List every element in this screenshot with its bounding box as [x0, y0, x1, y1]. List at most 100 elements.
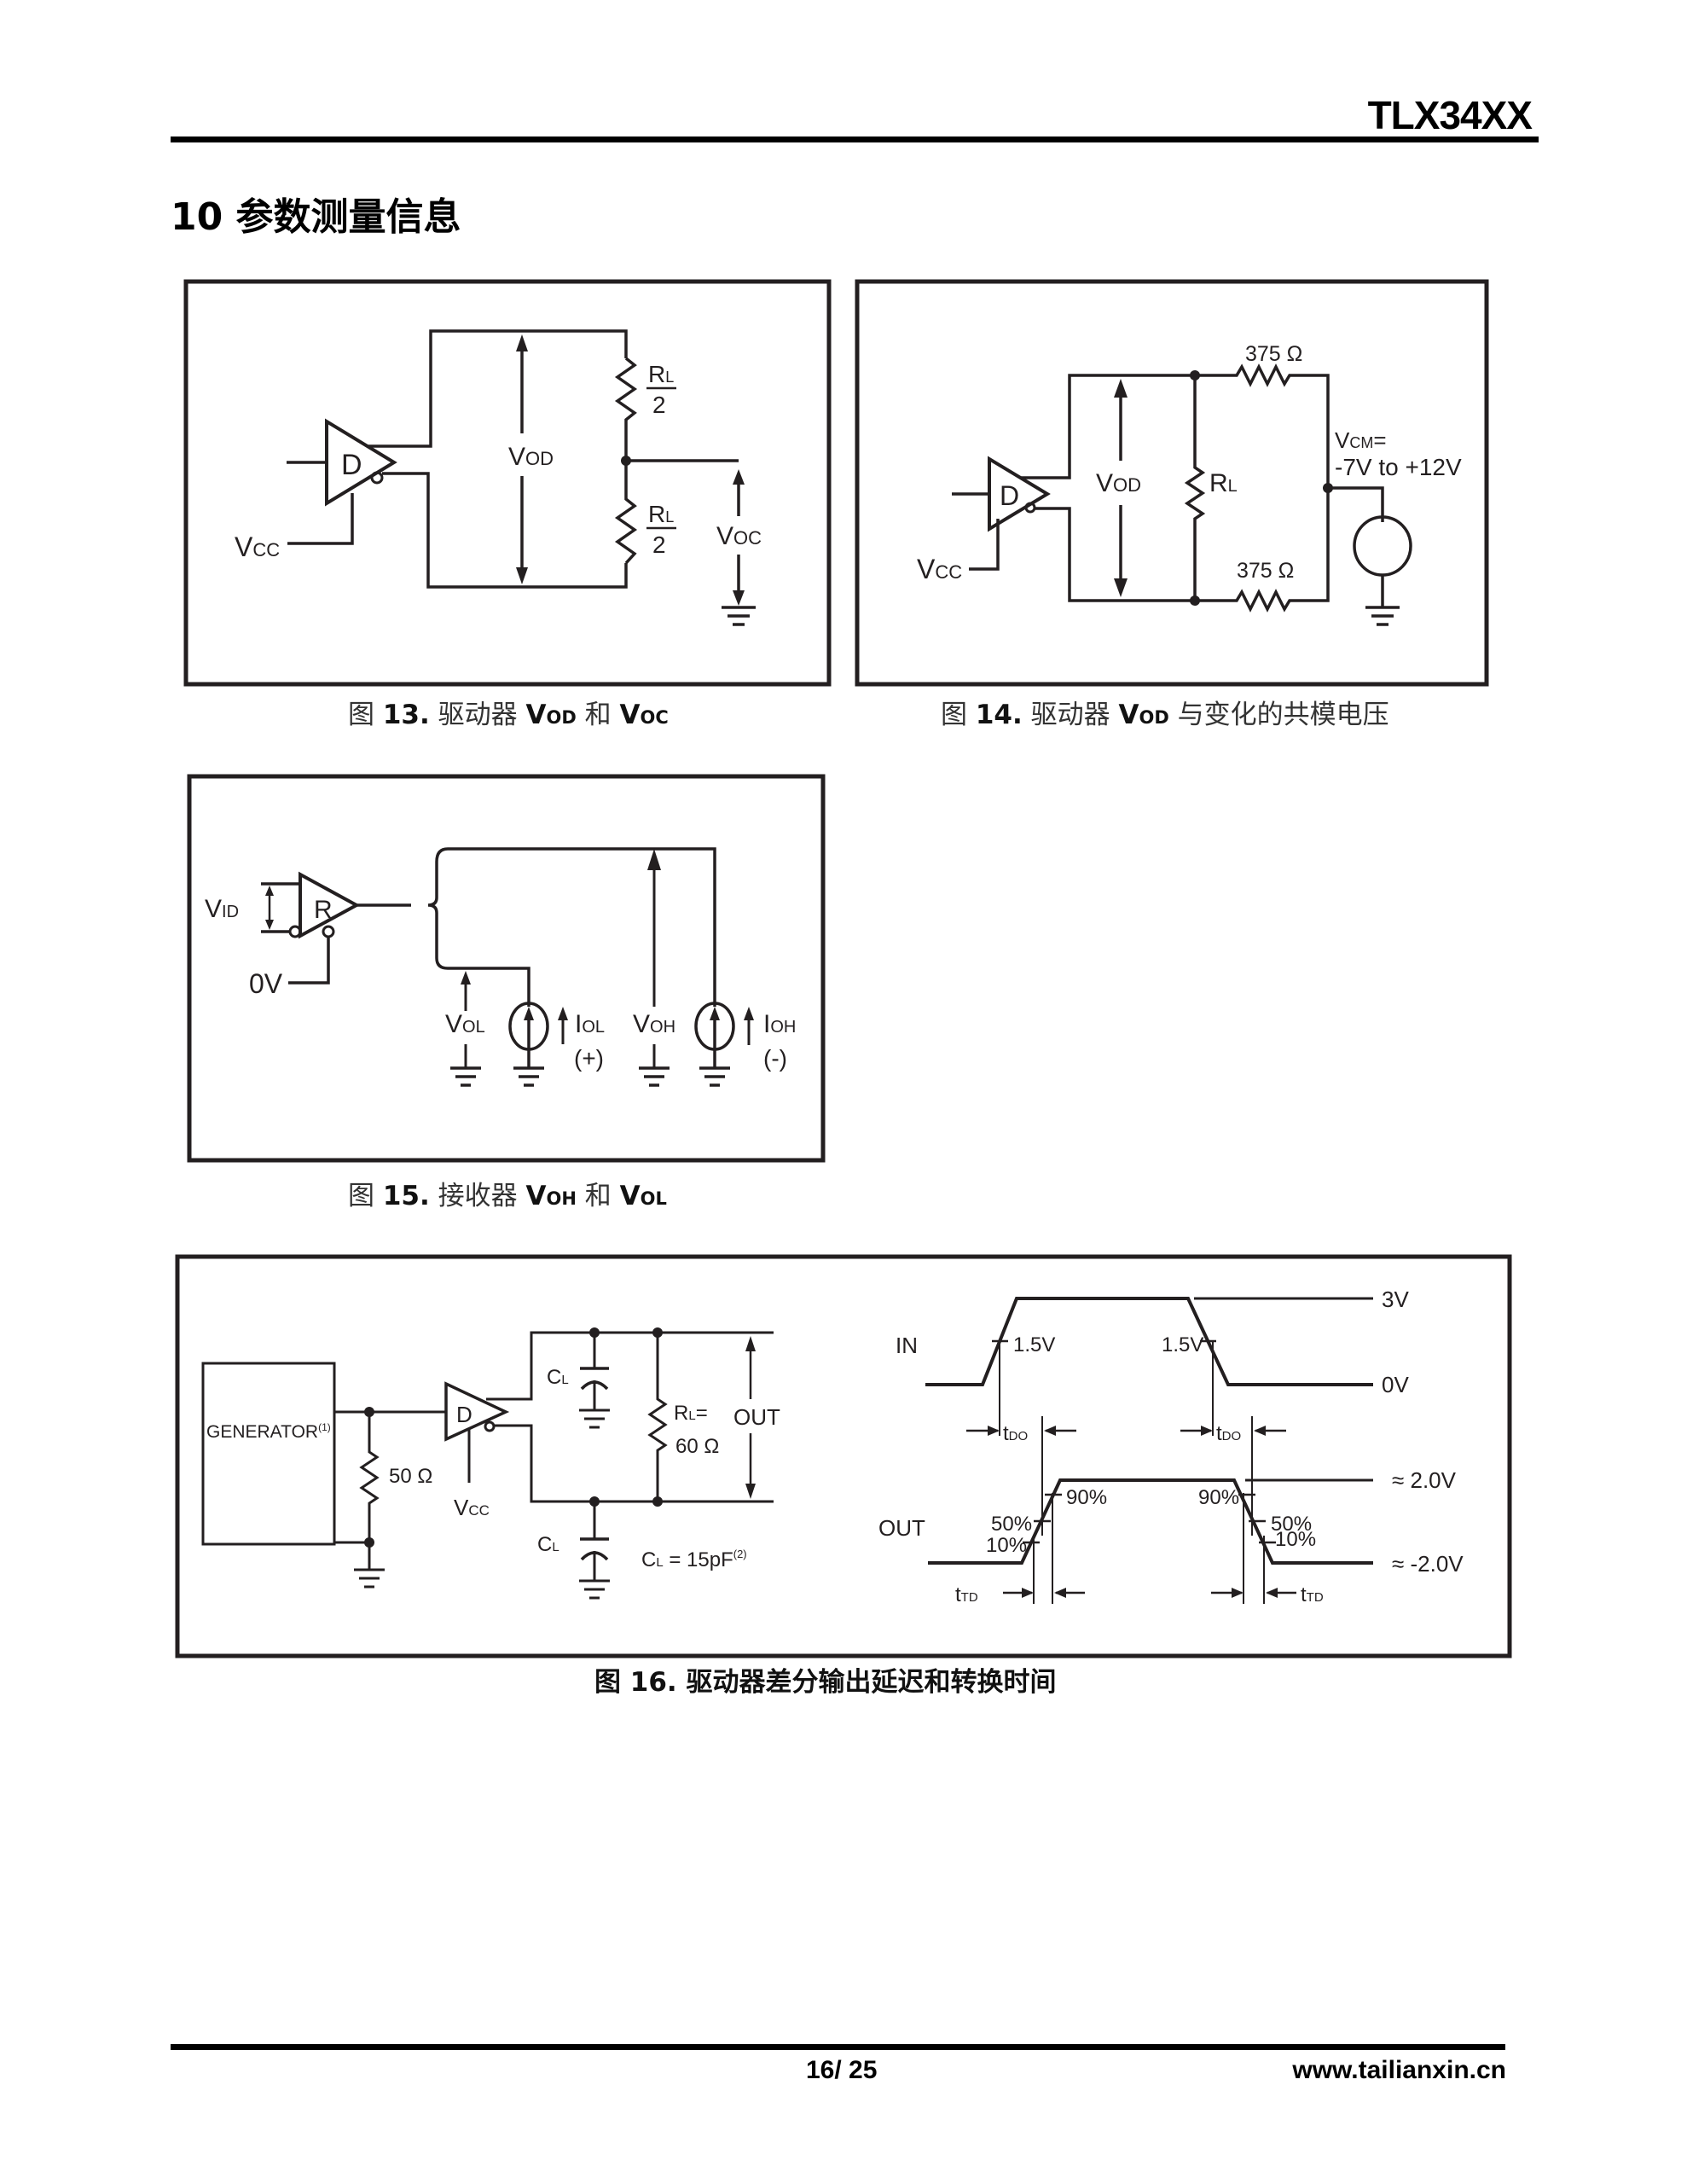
driver-triangle-icon — [325, 418, 397, 507]
arrow-up-icon — [647, 849, 661, 870]
r-top-label: 375 Ω — [1245, 342, 1302, 366]
junction-dot-icon — [364, 1407, 374, 1417]
pct10-left: 10% — [986, 1534, 1027, 1557]
vcm-label: VCM= — [1335, 427, 1387, 453]
resistor-bottom-icon — [614, 493, 638, 565]
output-bottom-wire — [495, 1424, 774, 1503]
voh-wire — [448, 847, 716, 1007]
generator-block — [201, 1362, 336, 1546]
arrow-up-icon — [745, 1336, 756, 1351]
inverting-bubble-icon — [288, 925, 302, 938]
arrow-down-icon — [265, 920, 274, 930]
figure-14-frame — [855, 279, 1489, 687]
vod-label: VOD — [1096, 469, 1141, 497]
arrow-up-icon — [733, 469, 745, 485]
generator-label: GENERATOR(1) — [206, 1421, 331, 1442]
rl-bottom-denominator: 2 — [652, 531, 666, 558]
figure-16-caption: 图 16. 驱动器差分输出延迟和转换时间 — [594, 1667, 1057, 1698]
arrow-down-icon — [516, 567, 528, 584]
ground-icon — [450, 1066, 481, 1087]
arrow-left-icon — [1044, 1426, 1056, 1436]
arrow-up-icon — [558, 1007, 568, 1020]
ground-icon — [699, 1066, 730, 1087]
footer-rule — [171, 2044, 1505, 2050]
output-bottom-wire — [1035, 507, 1195, 602]
figure-13-caption: 图 13. 驱动器 VOD 和 VOC — [348, 700, 669, 730]
cl-value-label: CL = 15pF(2) — [641, 1548, 747, 1571]
cl-top-label: CL — [547, 1366, 569, 1389]
rl-label: RL= — [674, 1402, 708, 1425]
rl-top-denominator: 2 — [652, 392, 666, 418]
out-waveform — [928, 1478, 1373, 1565]
driver-label: D — [1000, 480, 1019, 511]
inverting-bubble-icon — [322, 925, 335, 938]
v15-right-label: 1.5V — [1162, 1333, 1203, 1356]
figure-15-frame — [187, 774, 826, 1163]
load-resistor-icon — [647, 1333, 668, 1502]
v0-label: 0V — [1382, 1372, 1409, 1397]
junction-dot-icon — [589, 1327, 600, 1338]
junction-dot-icon — [589, 1496, 600, 1507]
zero-v-label: 0V — [249, 968, 283, 999]
figure-13-frame — [183, 279, 832, 687]
capacitor-bottom-icon — [580, 1551, 609, 1561]
driver-label: D — [456, 1402, 472, 1427]
vol-label: VOL — [445, 1010, 485, 1038]
receiver-triangle-icon — [299, 871, 361, 939]
pct10-right: 10% — [1275, 1528, 1316, 1551]
output-top-wire — [367, 329, 628, 448]
in-label: IN — [896, 1333, 918, 1358]
zero-v-wire — [288, 937, 330, 985]
arrow-right-icon — [1232, 1588, 1244, 1598]
vod-label: VOD — [508, 443, 554, 471]
capacitor-top-icon — [580, 1380, 609, 1391]
vcc-wire — [287, 493, 354, 545]
iol-label: IOL — [575, 1010, 605, 1038]
rl-bottom-label: RL — [648, 501, 674, 527]
inverting-bubble-icon — [370, 471, 384, 485]
ground-icon — [722, 606, 756, 626]
vcc-label: VCC — [454, 1495, 490, 1520]
resistor-top-icon — [614, 357, 638, 493]
junction-dot-icon — [1190, 370, 1200, 380]
vcm-range: -7V to +12V — [1335, 454, 1462, 480]
website-url: www.tailianxin.cn — [1292, 2056, 1506, 2084]
pct90-right: 90% — [1198, 1486, 1239, 1509]
pct50-left: 50% — [991, 1513, 1032, 1536]
ioh-label: IOH — [763, 1010, 796, 1038]
document-title: TLX34XX — [1367, 93, 1533, 137]
v-high-label: ≈ 2.0V — [1392, 1467, 1457, 1493]
arrow-right-icon — [1201, 1426, 1213, 1436]
junction-dot-icon — [621, 456, 631, 466]
figure-15-caption: 图 15. 接收器 VOH 和 VOL — [348, 1181, 667, 1211]
vcc-wire — [969, 519, 1000, 571]
driver-triangle-icon — [444, 1381, 510, 1442]
resistor-375-top-icon — [1195, 363, 1330, 488]
arrow-left-icon — [1266, 1588, 1278, 1598]
junction-dot-icon — [652, 1496, 663, 1507]
current-source-iol-icon — [508, 1002, 549, 1051]
ground-icon — [513, 1066, 544, 1087]
tdo-left-label: tDO — [1003, 1422, 1028, 1445]
ground-icon — [579, 1579, 610, 1600]
resistor-50-icon — [359, 1412, 380, 1548]
junction-dot-icon — [1190, 595, 1200, 606]
voltage-source-icon — [1353, 515, 1412, 577]
header-rule — [171, 136, 1539, 142]
ground-icon — [579, 1409, 610, 1429]
arrow-up-icon — [744, 1007, 754, 1020]
page-number: 16/ 25 — [806, 2056, 878, 2084]
r-bottom-label: 375 Ω — [1237, 559, 1294, 583]
figure-14-caption: 图 14. 驱动器 VOD 与变化的共模电压 — [941, 700, 1389, 730]
driver-label: D — [341, 449, 362, 481]
arrow-down-icon — [1114, 578, 1128, 597]
inverting-bubble-icon — [484, 1420, 496, 1432]
pct90-left: 90% — [1066, 1486, 1107, 1509]
vcc-label: VCC — [917, 554, 962, 584]
ground-icon — [354, 1568, 385, 1589]
brace-icon — [427, 847, 449, 970]
output-bottom-wire — [382, 472, 628, 589]
receiver-label: R — [314, 896, 333, 924]
